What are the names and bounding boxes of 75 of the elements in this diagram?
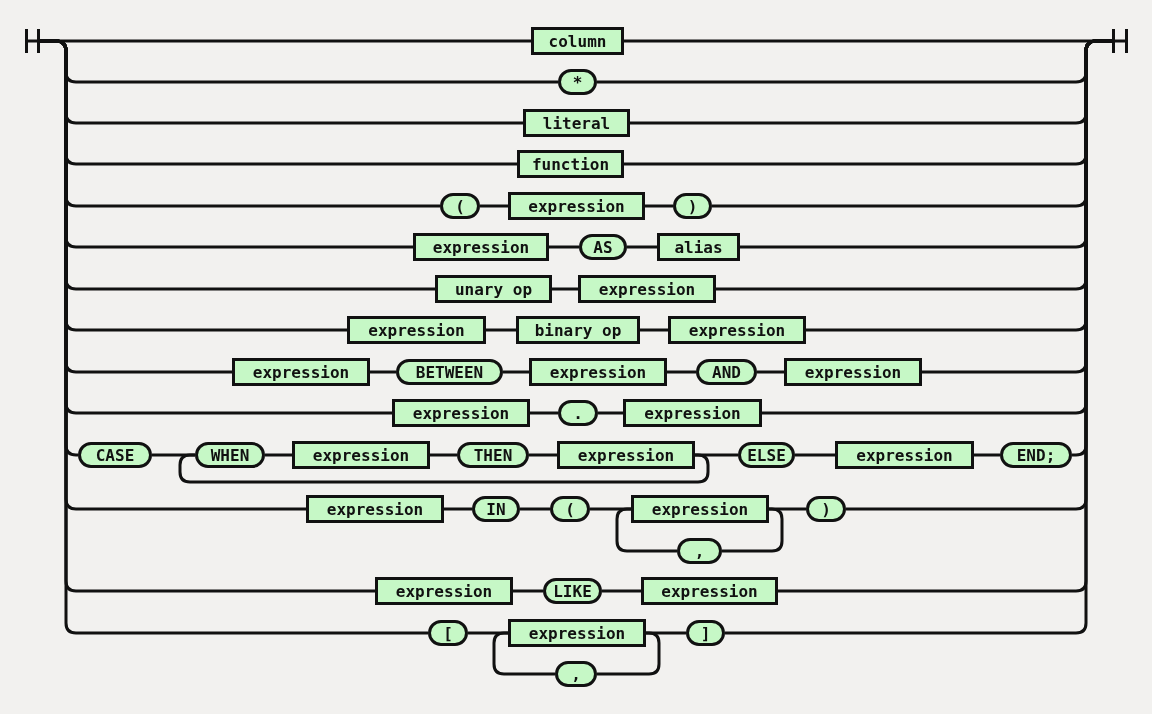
connector-line bbox=[370, 370, 396, 374]
connector-line bbox=[695, 453, 738, 457]
nonterminal-box: expression bbox=[508, 619, 646, 647]
connector-line bbox=[795, 453, 835, 457]
keyword-token: AND bbox=[696, 359, 757, 385]
connector-line bbox=[486, 328, 516, 332]
connector-line bbox=[480, 204, 508, 208]
start-marker bbox=[25, 29, 40, 53]
connector-line bbox=[430, 453, 457, 457]
nonterminal-box: expression bbox=[631, 495, 769, 523]
nonterminal-box: expression bbox=[347, 316, 486, 344]
connector-line bbox=[492, 631, 555, 676]
connector-line bbox=[646, 631, 686, 635]
nonterminal-box: expression bbox=[623, 399, 762, 427]
connector-line bbox=[520, 507, 550, 511]
keyword-token: IN bbox=[472, 496, 520, 522]
connector-line bbox=[769, 507, 806, 511]
keyword-token: , bbox=[677, 538, 722, 564]
keyword-token: , bbox=[555, 661, 597, 687]
connector-line bbox=[602, 589, 641, 593]
connector-line bbox=[640, 328, 668, 332]
keyword-token: . bbox=[558, 400, 598, 426]
connector-line bbox=[645, 204, 673, 208]
keyword-token: LIKE bbox=[543, 578, 602, 604]
connector-line bbox=[444, 507, 472, 511]
keyword-token: END; bbox=[1000, 442, 1072, 468]
keyword-token: ] bbox=[686, 620, 725, 646]
keyword-token: [ bbox=[428, 620, 468, 646]
connector-line bbox=[598, 411, 623, 415]
nonterminal-box: expression bbox=[557, 441, 695, 469]
keyword-token: WHEN bbox=[195, 442, 265, 468]
nonterminal-box: column bbox=[531, 27, 624, 55]
nonterminal-box: expression bbox=[835, 441, 974, 469]
nonterminal-box: expression bbox=[306, 495, 444, 523]
keyword-token: BETWEEN bbox=[396, 359, 503, 385]
keyword-token: ( bbox=[550, 496, 590, 522]
nonterminal-box: expression bbox=[292, 441, 430, 469]
end-marker bbox=[1112, 29, 1128, 53]
keyword-token: THEN bbox=[457, 442, 529, 468]
nonterminal-box: function bbox=[517, 150, 624, 178]
keyword-token: AS bbox=[579, 234, 627, 260]
connector-line bbox=[178, 453, 710, 484]
connector-line bbox=[757, 370, 784, 374]
nonterminal-box: expression bbox=[508, 192, 645, 220]
connector-line bbox=[974, 453, 1000, 457]
nonterminal-box: expression bbox=[392, 399, 530, 427]
nonterminal-box: expression bbox=[375, 577, 513, 605]
nonterminal-box: expression bbox=[413, 233, 549, 261]
nonterminal-box: binary op bbox=[516, 316, 640, 344]
keyword-token: ) bbox=[673, 193, 712, 219]
nonterminal-box: expression bbox=[668, 316, 806, 344]
connector-line bbox=[615, 507, 677, 553]
nonterminal-box: expression bbox=[578, 275, 716, 303]
connector-line bbox=[529, 453, 557, 457]
keyword-token: ( bbox=[440, 193, 480, 219]
nonterminal-box: expression bbox=[784, 358, 922, 386]
connector-line bbox=[40, 39, 428, 635]
nonterminal-box: expression bbox=[641, 577, 778, 605]
nonterminal-box: literal bbox=[523, 109, 630, 137]
connector-line bbox=[265, 453, 292, 457]
connector-line bbox=[627, 245, 657, 249]
nonterminal-box: alias bbox=[657, 233, 740, 261]
connector-line bbox=[552, 287, 578, 291]
connector-line bbox=[667, 370, 696, 374]
keyword-token: ELSE bbox=[738, 442, 795, 468]
connector-line bbox=[549, 245, 579, 249]
connector-line bbox=[530, 411, 558, 415]
keyword-token: CASE bbox=[78, 442, 152, 468]
nonterminal-box: expression bbox=[232, 358, 370, 386]
nonterminal-box: expression bbox=[529, 358, 667, 386]
connector-line bbox=[513, 589, 543, 593]
keyword-token: ) bbox=[806, 496, 846, 522]
keyword-token: * bbox=[558, 69, 597, 95]
connector-line bbox=[503, 370, 529, 374]
nonterminal-box: unary op bbox=[435, 275, 552, 303]
